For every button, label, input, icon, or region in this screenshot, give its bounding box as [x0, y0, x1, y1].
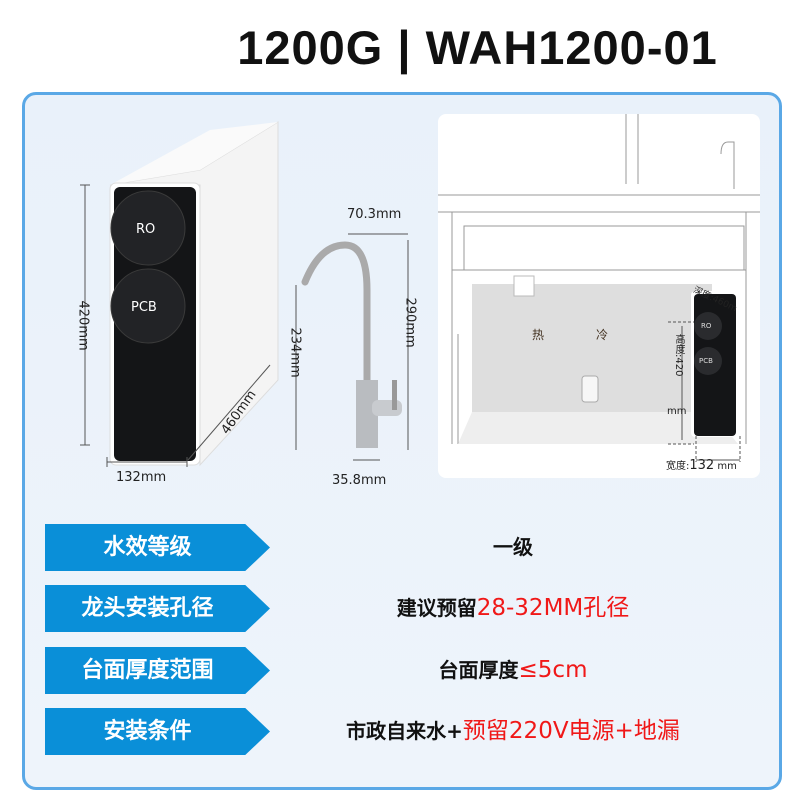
unit-label-ro: RO	[701, 322, 712, 330]
faucet-base-dim: 35.8mm	[332, 473, 387, 488]
cabinet-illustration	[438, 114, 760, 462]
spec-row-install-conditions: 安装条件 市政自来水+预留220V电源+地漏	[45, 708, 756, 755]
spec-label: 龙头安装孔径	[45, 585, 270, 632]
dimension-lines	[80, 184, 409, 467]
page-title: 1200G | WAH1200-01	[237, 21, 718, 74]
purifier-illustration	[109, 121, 279, 467]
height-unit: mm	[667, 406, 687, 417]
height-dim: 420mm	[75, 300, 91, 351]
spec-value: 市政自来水+预留220V电源+地漏	[346, 718, 680, 744]
spec-row-countertop-thickness: 台面厚度范围 台面厚度≤5cm	[45, 647, 756, 694]
spec-label: 水效等级	[45, 524, 270, 571]
spec-label: 安装条件	[45, 708, 270, 755]
faucet-spout-dim: 234mm	[287, 327, 303, 378]
faucet-reach-dim: 70.3mm	[347, 207, 402, 222]
faucet-height-dim: 290mm	[402, 297, 418, 348]
filter-label-ro: RO	[136, 222, 156, 237]
width-label: 宽度:132 mm	[666, 458, 737, 473]
spec-value: 建议预留28-32MM孔径	[396, 595, 630, 621]
spec-label: 台面厚度范围	[45, 647, 270, 694]
height-label: 高度:420	[673, 334, 684, 377]
hot-label: 热	[532, 328, 545, 342]
spec-value: 一级	[493, 535, 533, 559]
spec-row-faucet-hole: 龙头安装孔径 建议预留28-32MM孔径	[45, 585, 756, 632]
spec-value: 台面厚度≤5cm	[438, 657, 588, 683]
spec-row-water-efficiency: 水效等级 一级	[45, 524, 756, 571]
cold-label: 冷	[596, 328, 609, 342]
unit-label-pcb: PCB	[699, 357, 713, 365]
width-dim: 132mm	[116, 470, 167, 485]
install-diagram: 热 冷 深度:460m 高度:420 mm RO PCB 宽度:132 mm	[438, 114, 760, 478]
filter-label-pcb: PCB	[131, 300, 157, 315]
